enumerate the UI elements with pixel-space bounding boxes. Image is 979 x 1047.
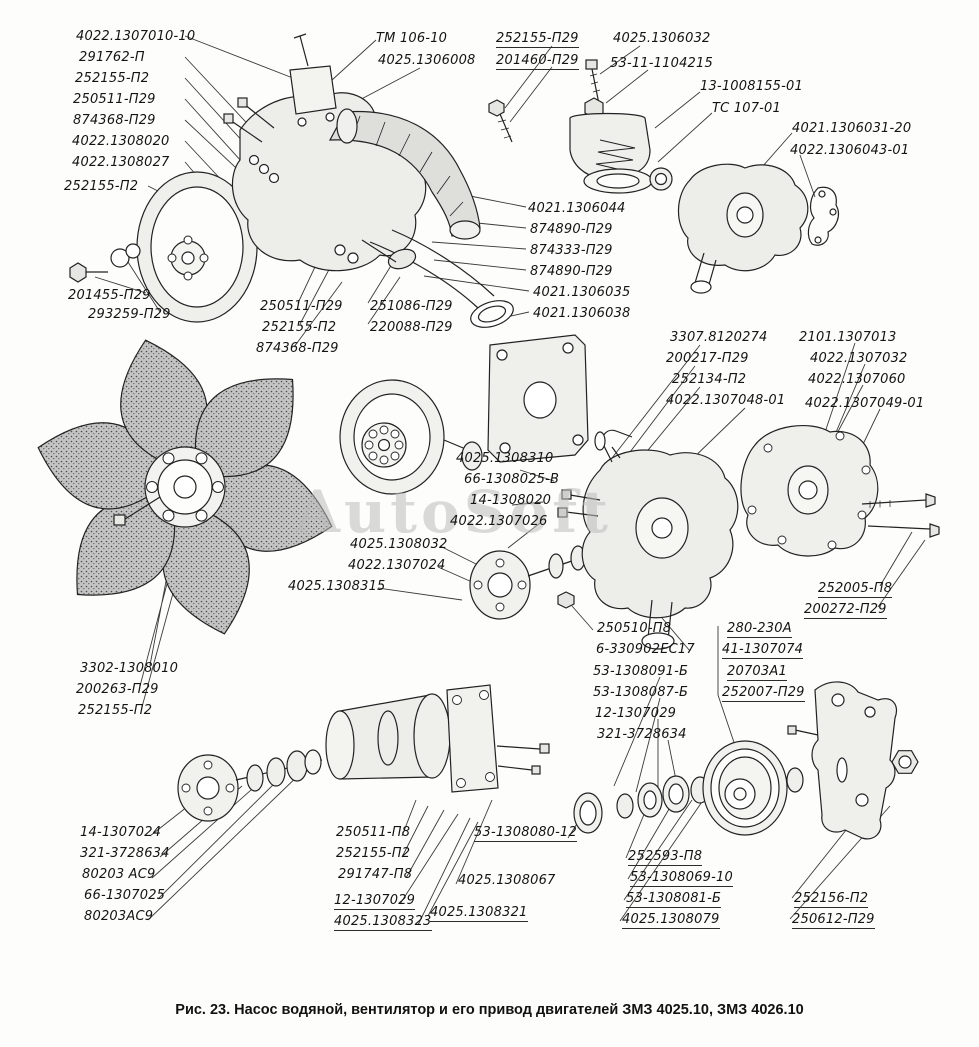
- pump-cover: [740, 425, 940, 557]
- part-label: 4025.1308310: [456, 451, 554, 466]
- part-label: 280-230А: [727, 621, 792, 638]
- part-label: 53-1308069-10: [630, 870, 733, 887]
- part-label: 220088-П29: [370, 320, 453, 335]
- part-label: 6-330902ЕС17: [596, 642, 695, 657]
- part-label: 4025.1308067: [458, 873, 556, 888]
- part-label: 201460-П29: [496, 53, 579, 70]
- part-label: 291747-П8: [338, 867, 413, 882]
- part-label: 252155-П2: [336, 846, 411, 861]
- part-label: 4022.1307048-01: [666, 393, 786, 408]
- part-label: 251086-П29: [370, 299, 453, 314]
- part-label: 252155-П29: [496, 31, 579, 48]
- part-label: 53-1308087-Б: [593, 685, 689, 700]
- part-label: 252155-П2: [262, 320, 337, 335]
- center-pulley-bracket: [339, 334, 589, 495]
- part-label: 4022.1307060: [808, 372, 906, 387]
- part-label: 250612-П29: [792, 912, 875, 929]
- part-label: 4025.1308032: [350, 537, 448, 552]
- part-label: 252155-П2: [75, 71, 150, 86]
- part-label: 4025.1308321: [430, 905, 528, 922]
- part-label: 4025.1308315: [288, 579, 386, 594]
- part-label: 14-1307024: [80, 825, 162, 840]
- part-label: 66-1308025-В: [464, 472, 560, 487]
- part-label: 252007-П29: [722, 685, 805, 702]
- part-label: ТС 107-01: [712, 101, 781, 116]
- part-label: 252156-П2: [794, 891, 869, 908]
- part-label: 13-1008155-01: [700, 79, 803, 94]
- bottom-right-pulley: [573, 740, 804, 836]
- part-label: 291762-П: [79, 50, 145, 65]
- part-label: 252155-П2: [64, 179, 139, 194]
- top-pump-assembly: [223, 33, 514, 328]
- part-label: 293259-П29: [88, 307, 171, 322]
- part-label: 4021.1306035: [533, 285, 631, 300]
- water-pump-body: [557, 429, 739, 650]
- part-label: 321-3728634: [597, 727, 687, 742]
- figure-caption: Рис. 23. Насос водяной, вентилятор и его…: [175, 1002, 804, 1018]
- part-label: 200263-П29: [76, 682, 159, 697]
- part-label: 874890-П29: [530, 222, 613, 237]
- part-label: 4021.1306038: [533, 306, 631, 321]
- part-label: 4021.1306044: [528, 201, 626, 216]
- part-label: 4025.1306008: [378, 53, 476, 68]
- part-label: 874890-П29: [530, 264, 613, 279]
- part-label: 252134-П2: [672, 372, 747, 387]
- part-label: 252593-П8: [628, 849, 703, 866]
- part-label: 4025.1308323: [334, 914, 432, 931]
- fan: [37, 339, 333, 635]
- part-label: 12-1307029: [595, 706, 677, 721]
- part-label: 250511-П29: [73, 92, 156, 107]
- part-label: 14-1308020: [470, 493, 552, 508]
- part-label: ТМ 106-10: [376, 31, 448, 46]
- part-label: 4022.1307024: [348, 558, 446, 573]
- part-label: 874333-П29: [530, 243, 613, 258]
- part-label: 80203АС9: [84, 909, 154, 924]
- part-label: 20703А1: [727, 664, 787, 681]
- part-label: 3307.8120274: [670, 330, 768, 345]
- part-label: 53-1308091-Б: [593, 664, 689, 679]
- part-label: 874368-П29: [256, 341, 339, 356]
- thermostat: [488, 59, 673, 194]
- part-label: 2101.1307013: [799, 330, 897, 345]
- watermark: AutoSoft: [295, 478, 612, 546]
- part-label: 250511-П8: [336, 825, 411, 840]
- top-right-pump-housing: [677, 163, 840, 294]
- part-label: 4025.1306032: [613, 31, 711, 46]
- part-label: 200272-П29: [804, 602, 887, 619]
- part-label: 252155-П2: [78, 703, 153, 718]
- part-label: 252005-П8: [818, 581, 893, 598]
- part-label: 4022.1306043-01: [790, 143, 910, 158]
- part-label: 321-3728634: [80, 846, 170, 861]
- part-label: 4022.1307032: [810, 351, 908, 366]
- mounting-bracket: [787, 681, 919, 840]
- part-label: 4022.1308020: [72, 134, 170, 149]
- part-label: 53-1308081-Б: [626, 891, 722, 908]
- part-label: 250510-П8: [597, 621, 672, 636]
- pump-shaft-flange: [469, 545, 599, 620]
- leader-lines: [94, 35, 926, 926]
- part-label: 66-1307025: [84, 888, 166, 903]
- part-label: 4022.1307049-01: [805, 396, 925, 411]
- bottom-left-shaft: [177, 749, 323, 822]
- part-label: 874368-П29: [73, 113, 156, 128]
- part-label: 12-1307029: [334, 893, 416, 910]
- part-label: 201455-П29: [68, 288, 151, 303]
- part-label: 80203 АС9: [82, 867, 156, 882]
- part-label: 4025.1308079: [622, 912, 720, 929]
- part-label: 200217-П29: [666, 351, 749, 366]
- part-label: 4022.1307026: [450, 514, 548, 529]
- part-label: 53-11-1104215: [610, 56, 713, 71]
- part-label: 53-1308080-12: [474, 825, 577, 842]
- part-label: 4022.1307010-10: [76, 29, 196, 44]
- part-label: 250511-П29: [260, 299, 343, 314]
- part-label: 4021.1306031-20: [792, 121, 912, 136]
- fan-clutch: [325, 684, 550, 793]
- part-label: 41-1307074: [722, 642, 804, 659]
- top-left-pulley: [69, 171, 258, 323]
- part-label: 3302-1308010: [80, 661, 179, 676]
- part-label: 4022.1308027: [72, 155, 170, 170]
